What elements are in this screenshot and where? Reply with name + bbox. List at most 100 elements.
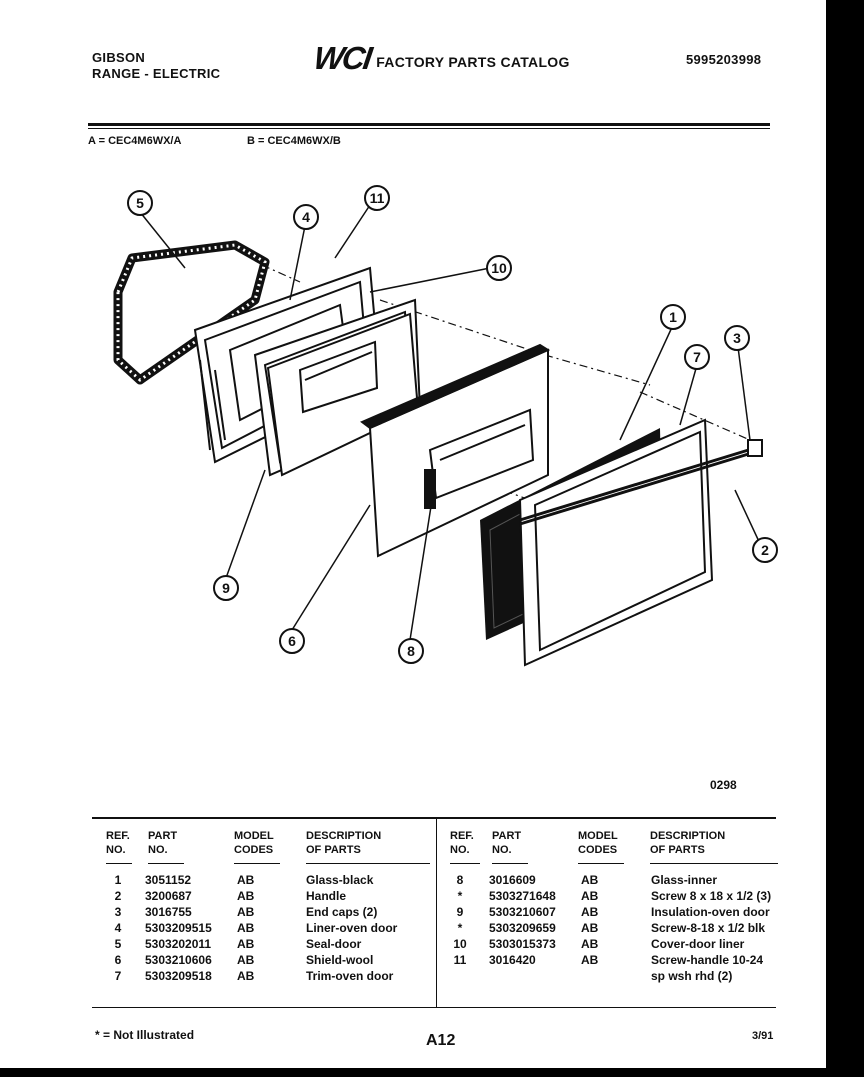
- table-cell-desc: Seal-door: [306, 937, 362, 951]
- callout-label: 6: [288, 633, 296, 649]
- callout-1: [660, 304, 686, 330]
- callout-circles: [127, 185, 778, 664]
- callout-9: [213, 575, 239, 601]
- table-cell-desc: Liner-oven door: [306, 921, 398, 935]
- table-cell-desc: Shield-wool: [306, 953, 374, 967]
- table-cell-ref: 7: [114, 969, 122, 983]
- col-header-ref: REF.NO.: [450, 830, 474, 856]
- model-a-label: A = CEC4M6WX/A: [88, 135, 182, 147]
- product-type: RANGE - ELECTRIC: [92, 66, 221, 81]
- table-cell-desc: Trim-oven door: [306, 969, 394, 983]
- table-cell-ref: *: [457, 921, 463, 935]
- brand-name: GIBSON: [92, 50, 146, 65]
- callout-8: [398, 638, 424, 664]
- callout-7: [684, 344, 710, 370]
- callout-10: [486, 255, 512, 281]
- callout-leaders: [139, 204, 763, 641]
- table-cell-ref: 4: [114, 921, 122, 935]
- table-cell-ref: 1: [114, 873, 122, 887]
- callout-label: 11: [370, 190, 385, 206]
- table-cell-ref: 5: [114, 937, 122, 951]
- page-number: A12: [426, 1032, 456, 1049]
- header-rule-thick: [88, 123, 770, 126]
- table-cell-desc: Screw-handle 10-24: [651, 953, 764, 967]
- scan-edge-bottom: [0, 1068, 864, 1077]
- table-cell-codes: AB: [237, 921, 255, 935]
- callout-11: [364, 185, 390, 211]
- table-cell-ref: *: [457, 889, 463, 903]
- callout-6: [279, 628, 305, 654]
- table-cell-part: 5303271648: [489, 889, 556, 903]
- callout-labels: 5 4 11 10 1 7 3 2 9 6 8: [136, 190, 769, 659]
- table-cell-ref: 10: [453, 937, 467, 951]
- catalog-header: WCI FACTORY PARTS CATALOG: [311, 40, 570, 76]
- door-seal-gasket: [113, 240, 270, 385]
- header-underline: [106, 863, 132, 864]
- table-cell-ref: 6: [114, 953, 122, 967]
- table-cell-desc: Insulation-oven door: [651, 905, 770, 919]
- table-cell-desc: Screw 8 x 18 x 1/2 (3): [651, 889, 772, 903]
- table-cell-part: 3016609: [489, 873, 536, 887]
- callout-3: [724, 325, 750, 351]
- table-cell-part: 5303209659: [489, 921, 556, 935]
- diagram-code: 0298: [710, 778, 737, 792]
- table-cell-codes: AB: [581, 937, 599, 951]
- callout-label: 1: [669, 309, 677, 325]
- table-cell-codes: AB: [581, 905, 599, 919]
- table-cell-part: 5303015373: [489, 937, 556, 951]
- table-cell-codes: AB: [581, 873, 599, 887]
- catalog-number: 5995203998: [686, 52, 762, 67]
- header-rule-thin: [88, 128, 770, 129]
- table-cell-part: 3051152: [145, 873, 192, 887]
- catalog-title: FACTORY PARTS CATALOG: [376, 54, 570, 70]
- exploded-parts-diagram: 5 4 11 10 1 7 3 2 9 6 8: [113, 185, 778, 667]
- table-cell-codes: AB: [581, 921, 599, 935]
- callout-label: 5: [136, 195, 144, 211]
- table-cell-part: 5303209515: [145, 921, 212, 935]
- table-cell-part: 3016420: [489, 953, 536, 967]
- table-cell-part: 5303210606: [145, 953, 212, 967]
- header-underline: [650, 863, 778, 864]
- table-cell-codes: AB: [581, 953, 599, 967]
- table-cell-ref: 3: [114, 905, 122, 919]
- header-underline: [306, 863, 430, 864]
- table-cell-desc: Handle: [306, 889, 347, 903]
- table-cell-ref: 11: [453, 953, 467, 967]
- callout-2: [752, 537, 778, 563]
- table-cell-ref: 8: [456, 873, 464, 887]
- table-cell-desc: Screw-8-18 x 1/2 blk: [651, 921, 766, 935]
- table-cell-desc: End caps (2): [306, 905, 378, 919]
- callout-label: 7: [693, 349, 701, 365]
- callout-label: 10: [491, 260, 507, 276]
- table-cell-desc: Cover-door liner: [651, 937, 745, 951]
- callout-label: 4: [302, 209, 310, 225]
- table-cell-codes: AB: [237, 873, 255, 887]
- table-cell-codes: AB: [581, 889, 599, 903]
- callout-4: [293, 204, 319, 230]
- table-cell-ref: 9: [456, 905, 464, 919]
- table-column-divider: [436, 819, 437, 1007]
- table-top-rule: [92, 817, 776, 819]
- door-handle: [519, 439, 763, 526]
- header-underline: [234, 863, 280, 864]
- table-cell-ref: 2: [114, 889, 122, 903]
- table-cell-part: 5303202011: [145, 937, 212, 951]
- scan-edge-right: [826, 0, 864, 1077]
- table-cell-part: 3016755: [145, 905, 192, 919]
- table-cell-part: 5303209518: [145, 969, 212, 983]
- header-underline: [492, 863, 528, 864]
- header-underline: [148, 863, 184, 864]
- callout-5: [127, 190, 153, 216]
- table-cell-codes: AB: [237, 889, 255, 903]
- callout-label: 3: [733, 330, 741, 346]
- footnote: * = Not Illustrated: [95, 1028, 195, 1042]
- table-cell-codes: AB: [237, 905, 255, 919]
- header-underline: [578, 863, 624, 864]
- callout-label: 8: [407, 643, 415, 659]
- revision-date: 3/91: [752, 1030, 774, 1042]
- door-frame-panel: [360, 343, 551, 558]
